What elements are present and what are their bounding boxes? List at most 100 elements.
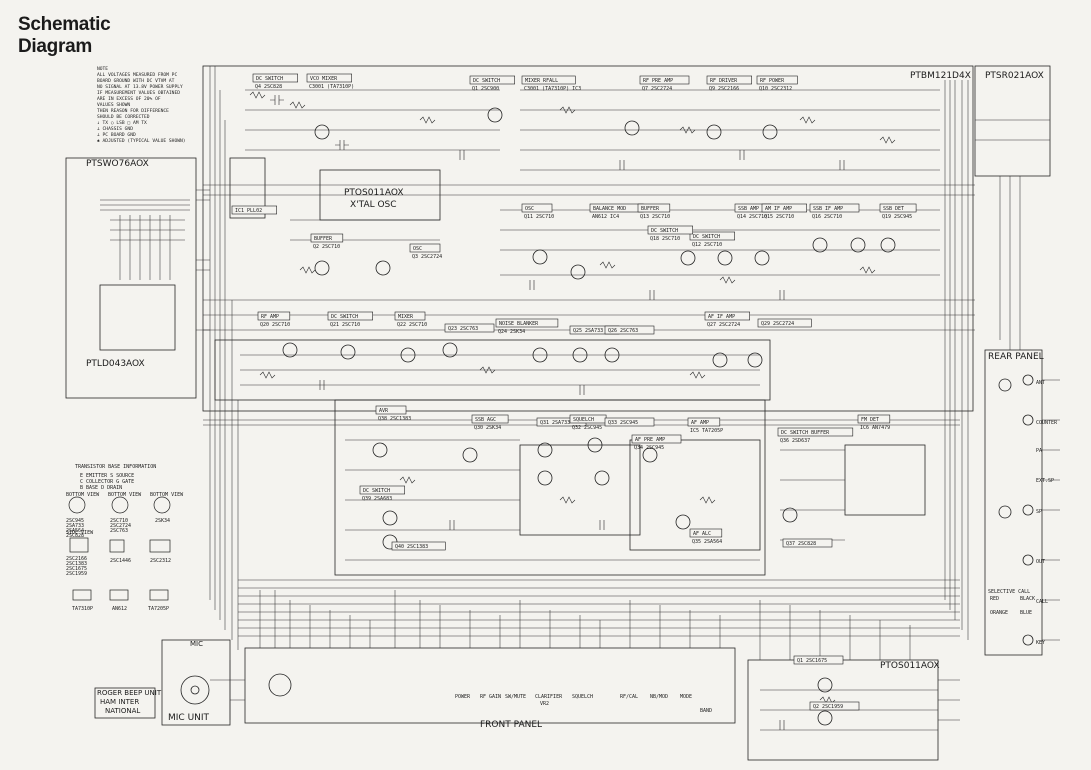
block-sublabel-text: Q32 2SC945 <box>572 425 602 431</box>
wire-color: BLUE <box>1020 610 1032 616</box>
rear-item: CALL <box>1036 599 1048 605</box>
block-label-box <box>471 414 509 424</box>
block-label-text: Q33 2SC945 <box>608 420 638 426</box>
block-label-text: RF AMP <box>261 314 279 320</box>
part-number: 2SC828 <box>66 533 84 539</box>
block-label-text: AF AMP <box>691 420 709 426</box>
note-line: ALL VOLTAGES MEASURED FROM PC <box>97 72 177 78</box>
block-label-box <box>359 485 406 495</box>
pinout-sketches <box>68 496 171 601</box>
mic-unit-label: MIC UNIT <box>168 713 210 723</box>
block-sublabel-text: Q27 2SC2724 <box>707 322 740 328</box>
block-label-box <box>809 203 860 213</box>
block-label-text: OSC <box>525 206 534 212</box>
block-label-box <box>495 318 559 328</box>
block-label-text: FM DET <box>861 417 879 423</box>
block-label: Q26 2SC763 <box>604 325 655 335</box>
board-label-left2: PTLD043AOX <box>86 359 145 369</box>
squelch-frame <box>519 444 641 536</box>
block-label-box <box>793 655 844 665</box>
block-label-box <box>647 225 694 235</box>
transistor-legend: E EMITTER S SOURCE <box>80 473 134 479</box>
block-label-text: Q2 2SC1959 <box>813 704 843 710</box>
wiring <box>100 66 1060 731</box>
board-label-br: PTOS011AOX <box>880 661 940 671</box>
block-label-box <box>756 75 798 85</box>
sr-board-frame <box>974 65 1051 177</box>
block-label-box <box>604 325 655 335</box>
block-label-box <box>521 75 576 85</box>
rear-item: EXT.SP <box>1036 478 1054 484</box>
part-number: 2SC2724 <box>110 523 131 529</box>
note-line: NOTE <box>97 66 108 72</box>
part-number: 2SC1959 <box>66 571 87 577</box>
block-label-box <box>631 434 682 444</box>
block-label-text: MIXER <box>398 314 414 320</box>
block-sublabel-text: Q35 2SA564 <box>692 539 722 545</box>
block-label-text: NOISE BLANKER <box>499 321 539 327</box>
front-item: VR2 <box>540 701 549 707</box>
block-sublabel-text: AN612 IC4 <box>592 214 619 220</box>
note-line: ⊥ CHASSIS GND <box>97 126 133 132</box>
block-label-box <box>469 75 516 85</box>
block-sublabel-text: Q30 2SK34 <box>474 425 501 431</box>
front-panel-items: POWER RF GAIN SW/MUTE CLARIFIER VR2 SQUE… <box>455 694 712 714</box>
block-label-text: AM IF AMP <box>765 206 792 212</box>
block-sublabel-text: C3001 (TA7310P) <box>309 84 354 90</box>
bottom-view-label: BOTTOM VIEW <box>66 492 100 498</box>
rear-panel-label: REAR PANEL <box>988 352 1044 362</box>
roger-ham-label: HAM INTER <box>100 698 139 706</box>
front-item: SW/MUTE <box>505 694 526 700</box>
block-label-box <box>391 541 446 551</box>
board-label-tr2: PTSR021AOX <box>985 71 1044 81</box>
rear-item: ANT <box>1036 380 1045 386</box>
transistor-info: TRANSISTOR BASE INFORMATION E EMITTER S … <box>66 464 184 612</box>
block-label-box <box>521 203 553 213</box>
block-label-text: AF PRE AMP <box>635 437 665 443</box>
rear-panel-frame <box>984 349 1043 656</box>
front-item: CLARIFIER <box>535 694 563 700</box>
block-sublabel-text: Q1 2SC900 <box>472 86 499 92</box>
title-line-2: Diagram <box>18 36 92 57</box>
block-label-text: Q1 2SC1675 <box>797 658 827 664</box>
transistor-legend: B BASE D DRAIN <box>80 485 122 491</box>
lower-section-frame <box>334 399 766 576</box>
note-line: ARE IN EXCESS OF 20% OF <box>97 96 161 102</box>
block-sublabel-text: Q13 2SC710 <box>640 214 670 220</box>
block-label-box <box>637 203 671 213</box>
ic-label: TA7310P <box>72 606 93 612</box>
block-label-text: Q23 2SC763 <box>448 326 478 332</box>
block-label-text: Q25 2SA733 <box>573 328 603 334</box>
block-label: Q40 2SC1383 <box>391 541 446 551</box>
block-sublabel-text: Q7 2SC2724 <box>642 86 672 92</box>
rear-item: SP <box>1036 509 1042 515</box>
block-sublabel-text: C3001 (TA7310P) IC3 <box>524 86 581 92</box>
note-line: VALUES SHOWN <box>97 102 130 108</box>
block-label: Q2 2SC1959 <box>809 701 860 711</box>
block-label-box <box>639 75 690 85</box>
block-label-box <box>687 417 721 427</box>
rear-item: KEY <box>1036 640 1045 646</box>
block-label-text: Q37 2SC828 <box>786 541 816 547</box>
block-label-box <box>782 538 833 548</box>
main-board-frame <box>202 65 974 412</box>
block-label-text: DC SWITCH <box>473 78 500 84</box>
note-line: ⊥ PC BOARD GND <box>97 132 136 138</box>
block-label-text: Q40 2SC1383 <box>395 544 428 550</box>
block-sublabel-text: Q20 2SC710 <box>260 322 290 328</box>
board-labels: PTBM121D4X PTSR021AOX PTSWO76AOX PTLD043… <box>86 71 1044 730</box>
block-label-box <box>777 427 854 437</box>
block-label-text: DC SWITCH <box>651 228 678 234</box>
